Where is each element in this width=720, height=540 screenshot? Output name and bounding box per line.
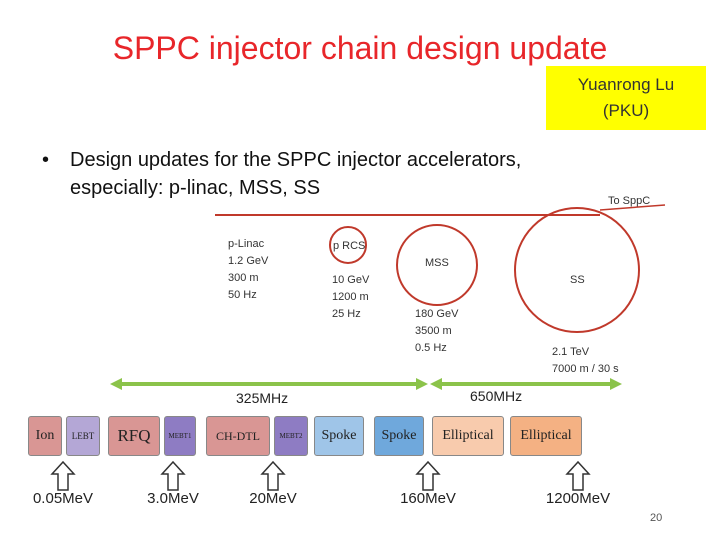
elliptical2-box: Elliptical xyxy=(510,416,582,456)
to-sppc-label: To SppC xyxy=(608,195,651,207)
prcs-info: 10 GeV 1200 m 25 Hz xyxy=(332,272,369,323)
mss-rate: 0.5 Hz xyxy=(415,342,447,354)
energy-label-3: 20MeV xyxy=(249,490,297,507)
author-affiliation: (PKU) xyxy=(602,101,650,120)
arrow-right-icon xyxy=(610,378,622,390)
ss-ring xyxy=(514,207,640,333)
up-arrow-icon xyxy=(50,460,76,491)
energy-label-5: 1200MeV xyxy=(545,490,611,507)
to-sppc-line xyxy=(599,204,666,211)
mss-info: 180 GeV 3500 m 0.5 Hz xyxy=(415,306,458,357)
spoke2-box: Spoke xyxy=(374,416,424,456)
prcs-length: 1200 m xyxy=(332,291,369,303)
ss-label: SS xyxy=(570,274,585,286)
rfq-box: RFQ xyxy=(108,416,160,456)
chdtl-box: CH-DTL xyxy=(206,416,270,456)
prcs-label: p RCS xyxy=(333,240,366,252)
prcs-energy: 10 GeV xyxy=(332,274,370,286)
page-number: 20 xyxy=(650,512,663,524)
slide-title: SPPC injector chain design update xyxy=(112,30,608,66)
mss-ring xyxy=(396,224,478,306)
up-arrow-icon xyxy=(160,460,186,491)
spoke1-box: Spoke xyxy=(314,416,364,456)
plinac-info: p-Linac 1.2 GeV 300 m 50 Hz xyxy=(228,236,268,304)
plinac-length: 300 m xyxy=(228,272,259,284)
up-arrow-icon xyxy=(565,460,591,491)
ss-energy: 2.1 TeV xyxy=(552,346,590,358)
energy-label-4: 160MeV xyxy=(400,490,456,507)
up-arrow-icon xyxy=(260,460,286,491)
lebt-box: LEBT xyxy=(66,416,100,456)
bullet-point: • Design updates for the SPPC injector a… xyxy=(42,146,642,206)
plinac-rate: 50 Hz xyxy=(228,289,257,301)
bullet-line-1: Design updates for the SPPC injector acc… xyxy=(70,149,522,171)
up-arrow-icon xyxy=(415,460,441,491)
energy-label-2: 3.0MeV xyxy=(147,490,199,507)
elliptical1-box: Elliptical xyxy=(432,416,504,456)
mss-energy: 180 GeV xyxy=(415,308,459,320)
plinac-energy: 1.2 GeV xyxy=(228,255,269,267)
freq-label-650: 650MHz xyxy=(470,388,523,404)
freq-label-325: 325MHz xyxy=(236,390,289,406)
author-name: Yuanrong Lu xyxy=(577,75,675,94)
arrow-left-icon xyxy=(110,378,122,390)
plinac-label: p-Linac xyxy=(228,238,265,250)
energy-label-1: 0.05MeV xyxy=(32,490,94,507)
arrow-right-icon xyxy=(416,378,428,390)
bullet-dot-icon: • xyxy=(42,149,50,171)
mss-length: 3500 m xyxy=(415,325,452,337)
author-box: Yuanrong Lu (PKU) xyxy=(546,66,706,130)
mebt1-box: MEBT1 xyxy=(164,416,196,456)
arrow-left-icon xyxy=(430,378,442,390)
prcs-rate: 25 Hz xyxy=(332,308,361,320)
mss-label: MSS xyxy=(425,257,449,269)
ss-length: 7000 m / 30 s xyxy=(552,363,619,375)
ion-source-box: Ion xyxy=(28,416,62,456)
prcs-ring xyxy=(329,226,367,264)
ss-info: 2.1 TeV 7000 m / 30 s xyxy=(552,344,619,378)
mebt2-box: MEBT2 xyxy=(274,416,308,456)
bullet-line-2: especially: p-linac, MSS, SS xyxy=(70,177,321,199)
